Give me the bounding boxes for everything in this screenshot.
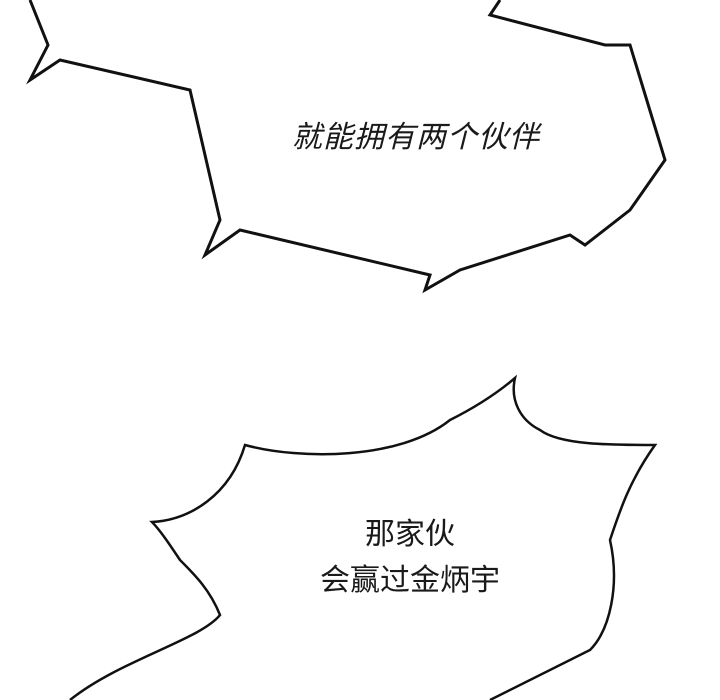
jagged-speech-bubble — [26, 0, 667, 294]
speech-line: 那家伙 — [365, 517, 455, 552]
speech-line: 会赢过金炳宇 — [320, 563, 500, 598]
burst-speech-bubble — [69, 374, 658, 700]
speech-text-top: 就能拥有两个伙伴 — [292, 120, 540, 155]
speech-text-bottom: 那家伙 会赢过金炳宇 — [300, 512, 520, 604]
